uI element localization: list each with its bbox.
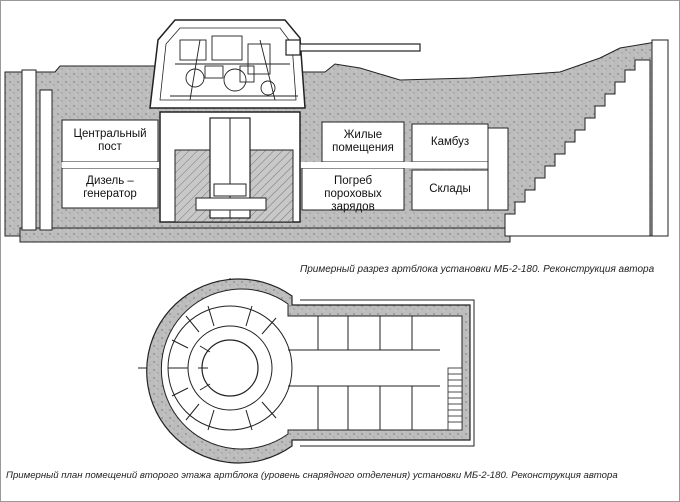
right-gallery [487, 127, 509, 211]
label-living-quarters: Жилые помещения [332, 129, 394, 154]
room-powder-magazine [301, 167, 405, 211]
section-drawing [4, 19, 669, 243]
room-central-post [61, 119, 159, 163]
plan-core [201, 339, 259, 397]
plan-inner-space [160, 288, 463, 450]
plan-caption: Примерный план помещений второго этажа а… [6, 470, 618, 481]
right-stairs [504, 59, 651, 237]
room-diesel-generator [61, 167, 159, 209]
label-powder-magazine: Погреб пороховых зарядов [324, 175, 382, 213]
plan-stairs [447, 367, 463, 431]
plan-wing-rooms [288, 316, 440, 430]
left-shaft-inner [39, 89, 53, 231]
section-caption: Примерный разрез артблока установки МБ-2… [300, 264, 655, 275]
gun-barrel [289, 43, 421, 52]
label-galley: Камбуз [430, 136, 470, 148]
hoist-cage [213, 183, 247, 197]
room-storage [411, 169, 489, 211]
foundation-slab [19, 227, 511, 243]
label-storage: Склады [429, 183, 471, 195]
label-diesel-generator: Дизель – генератор [83, 175, 137, 200]
plan-radial-partitions [168, 305, 277, 431]
left-shaft [21, 69, 37, 231]
plan-drawing [138, 278, 475, 464]
label-central-post: Центральный пост [73, 128, 147, 153]
